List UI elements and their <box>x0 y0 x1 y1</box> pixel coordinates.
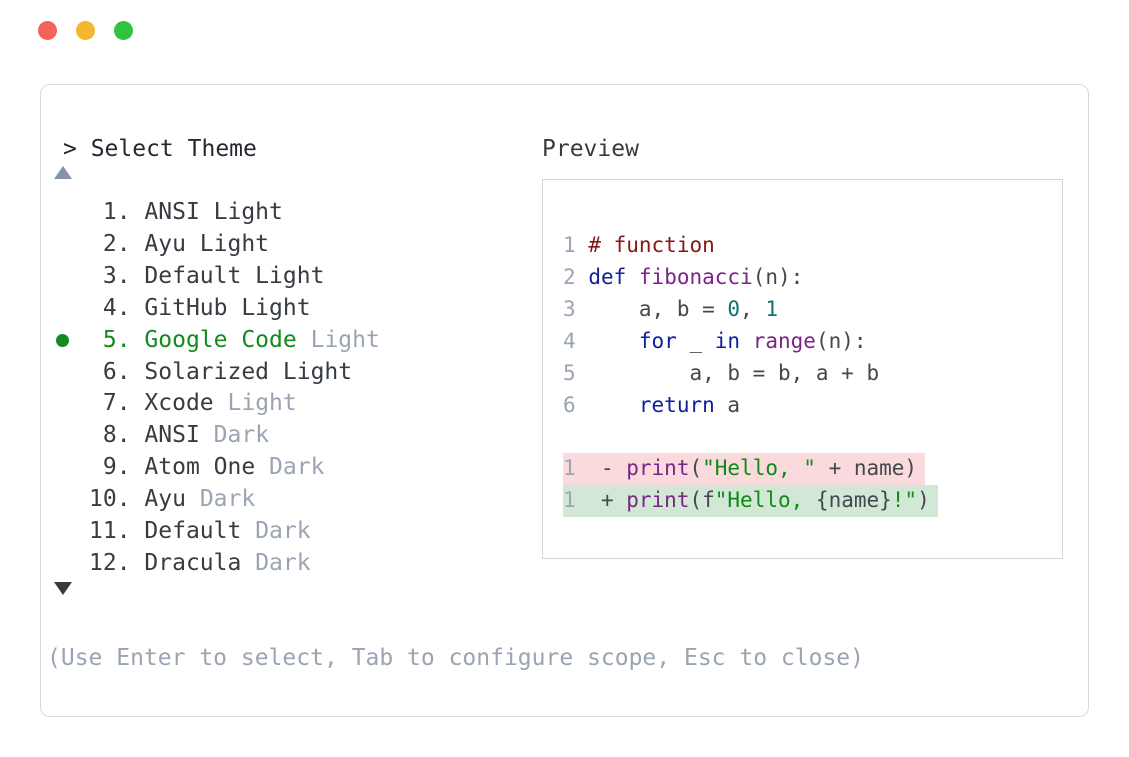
select-theme-prompt: > Select Theme <box>63 136 257 162</box>
preview-label: Preview <box>542 136 639 162</box>
theme-option-xcode[interactable]: 7. Xcode Light <box>89 390 297 417</box>
theme-option-ayu-light[interactable]: 2. Ayu Light <box>89 230 270 257</box>
minimize-button[interactable] <box>76 21 95 40</box>
window-controls <box>38 21 133 40</box>
scroll-up-icon[interactable] <box>54 166 72 179</box>
close-button[interactable] <box>38 21 57 40</box>
theme-option-google-code[interactable]: 5. Google Code Light <box>56 325 380 357</box>
code-line: 2 def fibonacci(n): <box>563 264 804 289</box>
theme-option-default[interactable]: 11. Default Dark <box>89 518 311 545</box>
code-line: 6 return a <box>563 392 741 417</box>
theme-selector-dialog: > Select Theme Preview 1. ANSI Light 2. … <box>40 84 1089 717</box>
theme-option-ansi[interactable]: 8. ANSI Dark <box>89 422 270 449</box>
theme-option-atom-one[interactable]: 9. Atom One Dark <box>89 454 325 481</box>
theme-list: 1. ANSI Light 2. Ayu Light 3. Default Li… <box>56 197 380 580</box>
diff-line-added: 1 + print(f"Hello, {name}!") <box>563 485 938 518</box>
keyboard-hint: (Use Enter to select, Tab to configure s… <box>47 645 864 671</box>
code-line: 5 a, b = b, a + b <box>563 360 880 385</box>
theme-option-dracula[interactable]: 12. Dracula Dark <box>89 549 311 576</box>
diff-line-removed: 1 - print("Hello, " + name) <box>563 453 938 486</box>
code-line: 4 for _ in range(n): <box>563 328 867 353</box>
scroll-down-icon[interactable] <box>54 582 72 595</box>
theme-option-github-light[interactable]: 4. GitHub Light <box>89 294 311 321</box>
code-line: 1 # function <box>563 233 715 257</box>
code-preview: 1 # function 2 def fibonacci(n): 3 a, b = … <box>563 230 938 518</box>
selected-indicator-icon <box>56 334 69 348</box>
code-line: 3 a, b = 0, 1 <box>563 296 778 321</box>
theme-option-default-light[interactable]: 3. Default Light <box>89 262 325 289</box>
zoom-button[interactable] <box>114 21 133 40</box>
theme-option-ayu[interactable]: 10. Ayu Dark <box>89 486 256 513</box>
theme-option-ansi-light[interactable]: 1. ANSI Light <box>89 199 283 225</box>
theme-option-solarized-light[interactable]: 6. Solarized Light <box>89 358 353 385</box>
code-line <box>563 421 938 453</box>
preview-pane: 1 # function 2 def fibonacci(n): 3 a, b = … <box>542 179 1063 559</box>
